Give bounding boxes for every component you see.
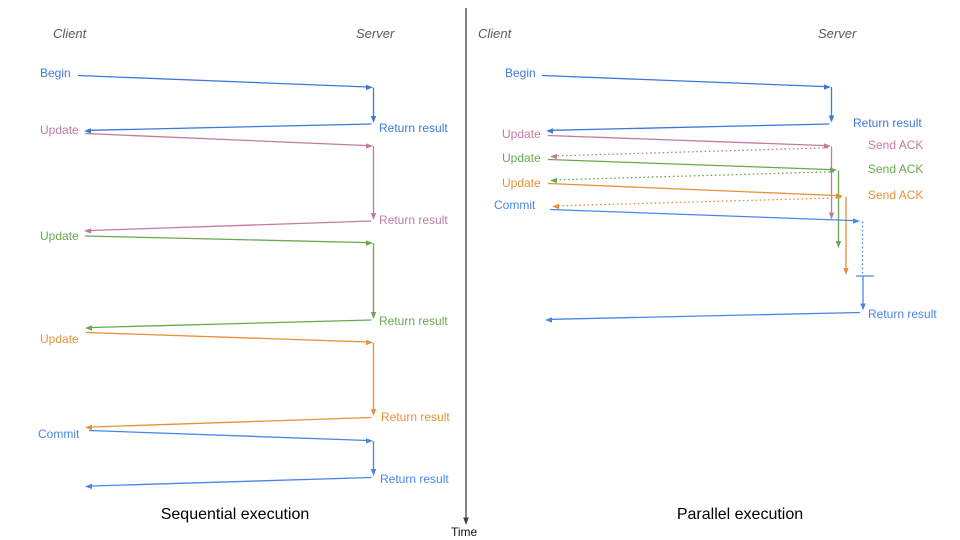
time-axis: Time — [451, 8, 478, 539]
par-update2-label: Update — [502, 151, 541, 165]
par-update1-ack-line — [556, 147, 829, 157]
seq-commit-response-line — [91, 476, 372, 487]
seq-commit-response-label: Return result — [380, 472, 449, 486]
par-message-update-3: Update Send ACK — [502, 176, 923, 275]
par-update1-label: Update — [502, 127, 541, 141]
par-update1-ack-label: Send ACK — [868, 138, 923, 152]
seq-update1-request-arrowhead-icon — [366, 143, 373, 149]
par-update2-ack-label: Send ACK — [868, 162, 923, 176]
seq-commit-response-arrowhead-icon — [85, 483, 92, 490]
par-update3-lifeline-arrowhead-icon — [843, 268, 849, 275]
par-update1-request-line — [547, 134, 827, 147]
par-message-update-1: Update Send ACK — [502, 127, 923, 220]
seq-commit-label: Commit — [38, 427, 80, 441]
seq-update3-request-arrowhead-icon — [366, 339, 373, 346]
par-update3-ack-line — [558, 197, 842, 207]
seq-update1-lifeline-arrowhead-icon — [370, 213, 377, 220]
par-begin-request-line — [541, 74, 827, 88]
seq-update2-label: Update — [40, 229, 79, 243]
seq-begin-response-arrowhead-icon — [84, 128, 91, 134]
par-update1-ack-arrowhead-icon — [550, 153, 557, 160]
par-commit-label: Commit — [494, 198, 536, 212]
seq-commit-request-line — [88, 429, 369, 442]
par-message-commit: Commit Return result — [494, 198, 937, 323]
sequential-server-header: Server — [356, 26, 395, 41]
par-update1-lifeline-arrowhead-icon — [828, 212, 835, 220]
par-begin-lifeline-arrowhead-icon — [828, 115, 835, 123]
parallel-server-header: Server — [818, 26, 857, 41]
time-axis-label: Time — [451, 525, 478, 539]
seq-update2-request-arrowhead-icon — [366, 240, 373, 246]
par-begin-request-arrowhead-icon — [824, 84, 831, 90]
seq-message-update-2: Update Return result — [40, 229, 448, 331]
par-update3-ack-arrowhead-icon — [552, 203, 559, 210]
seq-update3-label: Update — [40, 332, 79, 346]
par-commit-response-arrowhead-icon — [545, 317, 552, 323]
par-message-begin: Begin Return result — [505, 66, 922, 134]
seq-message-update-3: Update Return result — [40, 331, 450, 431]
par-update2-request-arrowhead-icon — [830, 167, 837, 173]
seq-update1-response-arrowhead-icon — [84, 228, 91, 234]
parallel-client-header: Client — [478, 26, 513, 41]
par-update3-ack-label: Send ACK — [868, 188, 923, 202]
seq-begin-lifeline-arrowhead-icon — [370, 116, 377, 123]
seq-message-commit: Commit Return result — [38, 427, 449, 490]
par-begin-response-line — [551, 123, 830, 131]
par-update3-request-arrowhead-icon — [836, 193, 843, 199]
par-commit-response-label: Return result — [868, 307, 937, 321]
seq-update1-label: Update — [40, 123, 79, 137]
par-commit-response-line — [551, 311, 861, 320]
par-update1-request-arrowhead-icon — [824, 143, 831, 149]
parallel-panel: Client Server Begin Return result Update… — [478, 26, 937, 523]
seq-update3-response-arrowhead-icon — [85, 424, 92, 431]
seq-update2-response-label: Return result — [379, 314, 448, 328]
par-commit-request-line — [549, 208, 856, 222]
seq-update2-response-line — [91, 319, 372, 329]
seq-update1-response-label: Return result — [379, 213, 448, 227]
seq-begin-response-line — [89, 123, 372, 131]
sequential-caption: Sequential execution — [161, 506, 310, 523]
seq-begin-request-line — [77, 74, 369, 88]
sequential-panel: Client Server Begin Return result Update… — [38, 26, 450, 523]
par-update2-ack-arrowhead-icon — [550, 177, 557, 184]
par-message-update-2: Update Send ACK — [502, 151, 923, 248]
par-begin-response-arrowhead-icon — [546, 128, 553, 134]
parallel-caption: Parallel execution — [677, 506, 803, 523]
seq-update1-request-line — [84, 132, 369, 147]
par-update3-label: Update — [502, 176, 541, 190]
seq-message-begin: Begin Return result — [40, 66, 448, 135]
sequential-client-header: Client — [53, 26, 88, 41]
seq-update2-lifeline-arrowhead-icon — [370, 312, 377, 319]
seq-update3-response-line — [91, 416, 372, 428]
seq-update3-lifeline-arrowhead-icon — [370, 409, 377, 416]
seq-begin-request-arrowhead-icon — [366, 84, 373, 91]
par-begin-label: Begin — [505, 66, 536, 80]
par-update2-request-line — [547, 158, 833, 171]
seq-begin-response-label: Return result — [379, 121, 448, 135]
seq-commit-lifeline-arrowhead-icon — [370, 469, 377, 476]
seq-update1-response-line — [90, 220, 372, 232]
seq-begin-label: Begin — [40, 66, 71, 80]
seq-commit-request-arrowhead-icon — [366, 438, 373, 444]
par-commit-lifeline-arrowhead-icon — [860, 303, 866, 311]
par-begin-response-label: Return result — [853, 116, 922, 130]
seq-update3-request-line — [85, 331, 369, 343]
seq-message-update-1: Update Return result — [40, 123, 448, 234]
time-axis-arrowhead-icon — [463, 517, 469, 525]
par-update2-ack-line — [556, 171, 835, 181]
seq-update3-response-label: Return result — [381, 410, 450, 424]
seq-update2-response-arrowhead-icon — [85, 325, 92, 331]
par-update3-request-line — [547, 182, 839, 197]
par-commit-request-arrowhead-icon — [853, 218, 860, 224]
par-update2-lifeline-arrowhead-icon — [835, 241, 842, 248]
seq-update2-request-line — [84, 235, 369, 244]
